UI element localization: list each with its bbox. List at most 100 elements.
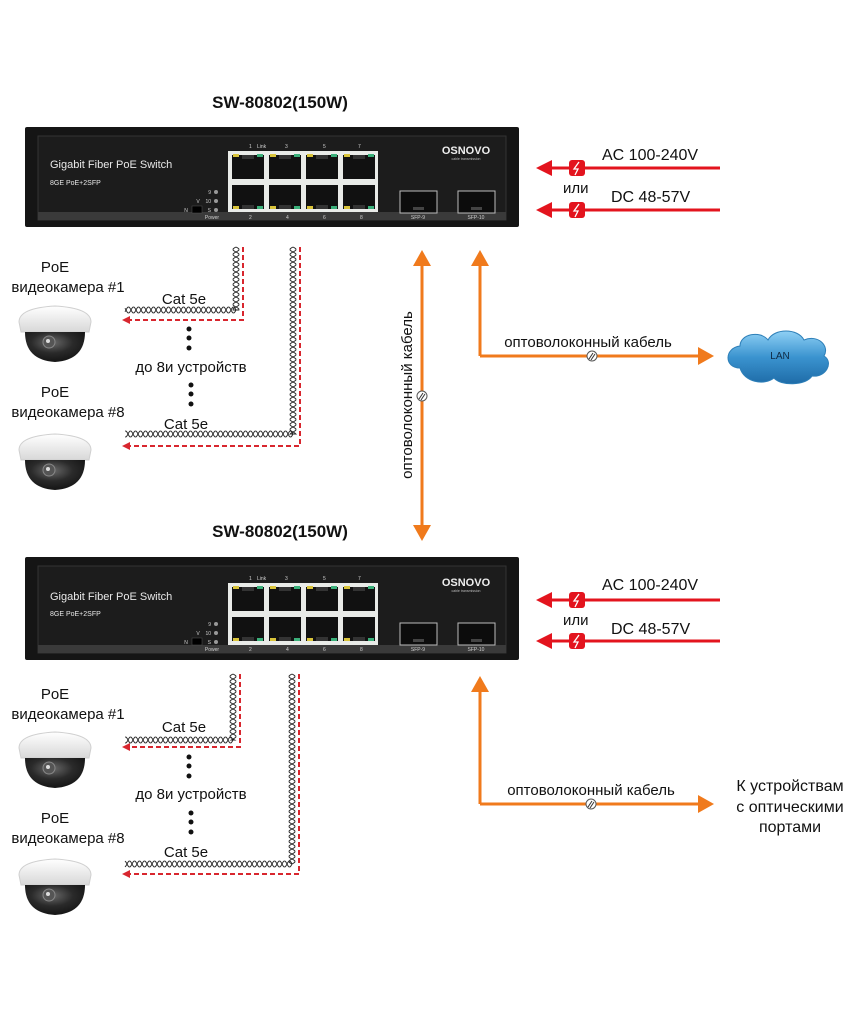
rj45-port[interactable] <box>306 586 338 611</box>
rj45-port[interactable] <box>269 617 301 641</box>
port-label: 3 <box>285 144 288 150</box>
link-led <box>307 638 313 641</box>
port-label: 3 <box>285 576 288 582</box>
rj45-port[interactable] <box>232 617 264 641</box>
sfp-port-10[interactable] <box>457 622 496 646</box>
rj45-port[interactable] <box>343 185 375 209</box>
switch-title: SW-80802(150W) <box>212 93 348 112</box>
rj45-port[interactable] <box>232 185 264 209</box>
rj45-port[interactable] <box>343 617 375 641</box>
sfp-label: SFP-9 <box>411 647 425 653</box>
port-label: 8 <box>360 647 363 653</box>
port-label-link: Link <box>257 576 267 582</box>
dip-switch[interactable] <box>191 205 203 214</box>
rj45-port[interactable] <box>306 154 338 179</box>
sfp-port-9[interactable] <box>399 190 438 214</box>
cable-label: Cat 5e <box>162 291 206 308</box>
switch-device[interactable]: Gigabit Fiber PoE Switch 8GE PoE+2SFP 9 … <box>25 557 519 660</box>
dc-label: DC 48-57V <box>611 189 690 206</box>
port-label: 7 <box>358 144 361 150</box>
rj45-port[interactable] <box>343 154 375 179</box>
link-led <box>233 638 239 641</box>
link-led <box>344 154 350 157</box>
rj45-port[interactable] <box>343 586 375 611</box>
cat5e-cable-8 <box>125 674 292 864</box>
dc-label: DC 48-57V <box>611 621 690 638</box>
rj45-port[interactable] <box>232 586 264 611</box>
port-label: 2 <box>249 647 252 653</box>
camera-housing <box>18 731 92 759</box>
link-led <box>233 586 239 589</box>
switch-title: SW-80802(150W) <box>212 522 348 541</box>
or-label: или <box>563 612 589 629</box>
fiber-splice-icon <box>586 350 598 362</box>
port-label: 8 <box>360 215 363 221</box>
lan-label: LAN <box>770 351 789 362</box>
switch-group-1: SW-80802(150W) Gigabit Fiber PoE Switch … <box>11 93 829 490</box>
camera-label-line2: видеокамера #8 <box>11 830 124 847</box>
brand-tagline: cable transmission <box>452 589 481 593</box>
camera-label-line2: видеокамера #8 <box>11 404 124 421</box>
dip-label-v: V <box>196 631 200 637</box>
status-leds: 9 10 S V N Power <box>184 190 219 221</box>
power-bolt-icon <box>569 592 585 608</box>
rj45-port[interactable] <box>269 185 301 209</box>
power-input-dc: DC 48-57V <box>536 189 720 218</box>
poe-led <box>257 638 263 641</box>
switch-front-subtitle: 8GE PoE+2SFP <box>50 611 101 618</box>
cable-strand <box>125 246 297 438</box>
poe-led <box>331 638 337 641</box>
uplink-target-line1: К устройствам <box>736 778 843 795</box>
poe-power-line-1 <box>128 674 241 748</box>
poe-led <box>294 586 300 589</box>
switch-device[interactable]: Gigabit Fiber PoE Switch 8GE PoE+2SFP 9 … <box>25 127 519 227</box>
or-label: или <box>563 180 589 197</box>
port-label: 4 <box>286 215 289 221</box>
rj45-port[interactable] <box>269 586 301 611</box>
link-led <box>307 154 313 157</box>
rj45-port[interactable] <box>306 185 338 209</box>
led-label-9: 9 <box>208 622 211 628</box>
camera-dome <box>25 758 85 788</box>
camera-housing <box>18 305 92 333</box>
brand-tagline: cable transmission <box>452 157 481 161</box>
poe-camera-icon <box>18 305 92 362</box>
poe-led <box>368 206 374 209</box>
poe-camera-icon <box>18 433 92 490</box>
switch-front-title: Gigabit Fiber PoE Switch <box>50 159 172 171</box>
poe-power-line-8 <box>128 674 300 875</box>
sfp-port-10[interactable] <box>457 190 496 214</box>
camera-label-line1: PoE <box>41 384 69 401</box>
cat5e-cable-8 <box>125 247 293 434</box>
rj45-port[interactable] <box>306 617 338 641</box>
camera-label-line1: PoE <box>41 810 69 827</box>
camera-housing <box>18 433 92 461</box>
dip-switch[interactable] <box>191 637 203 646</box>
port-label-link: Link <box>257 144 267 150</box>
lan-cloud-icon[interactable]: LAN <box>727 330 829 385</box>
link-led <box>270 206 276 209</box>
poe-led <box>331 154 337 157</box>
power-input-ac: AC 100-240V <box>536 577 720 608</box>
port-label: 5 <box>323 144 326 150</box>
dip-label-n: N <box>184 640 188 646</box>
switch-group-2: SW-80802(150W) Gigabit Fiber PoE Switch … <box>11 522 844 915</box>
led-label-s: S <box>208 640 212 646</box>
poe-cables <box>122 246 301 450</box>
port-label: 2 <box>249 215 252 221</box>
fiber-uplink-devices <box>471 676 714 813</box>
rj45-port[interactable] <box>232 154 264 179</box>
rj45-port[interactable] <box>269 154 301 179</box>
sfp-port-9[interactable] <box>399 622 438 646</box>
power-bolt-icon <box>569 160 585 176</box>
poe-led <box>257 154 263 157</box>
led-label-9: 9 <box>208 190 211 196</box>
led-label-s: S <box>208 208 212 214</box>
devices-note: до 8и устройств <box>135 359 246 376</box>
interlink-label: оптоволоконный кабель <box>399 311 416 479</box>
camera-label-line1: PoE <box>41 686 69 703</box>
port-label: 6 <box>323 647 326 653</box>
link-led <box>307 206 313 209</box>
link-led <box>270 154 276 157</box>
